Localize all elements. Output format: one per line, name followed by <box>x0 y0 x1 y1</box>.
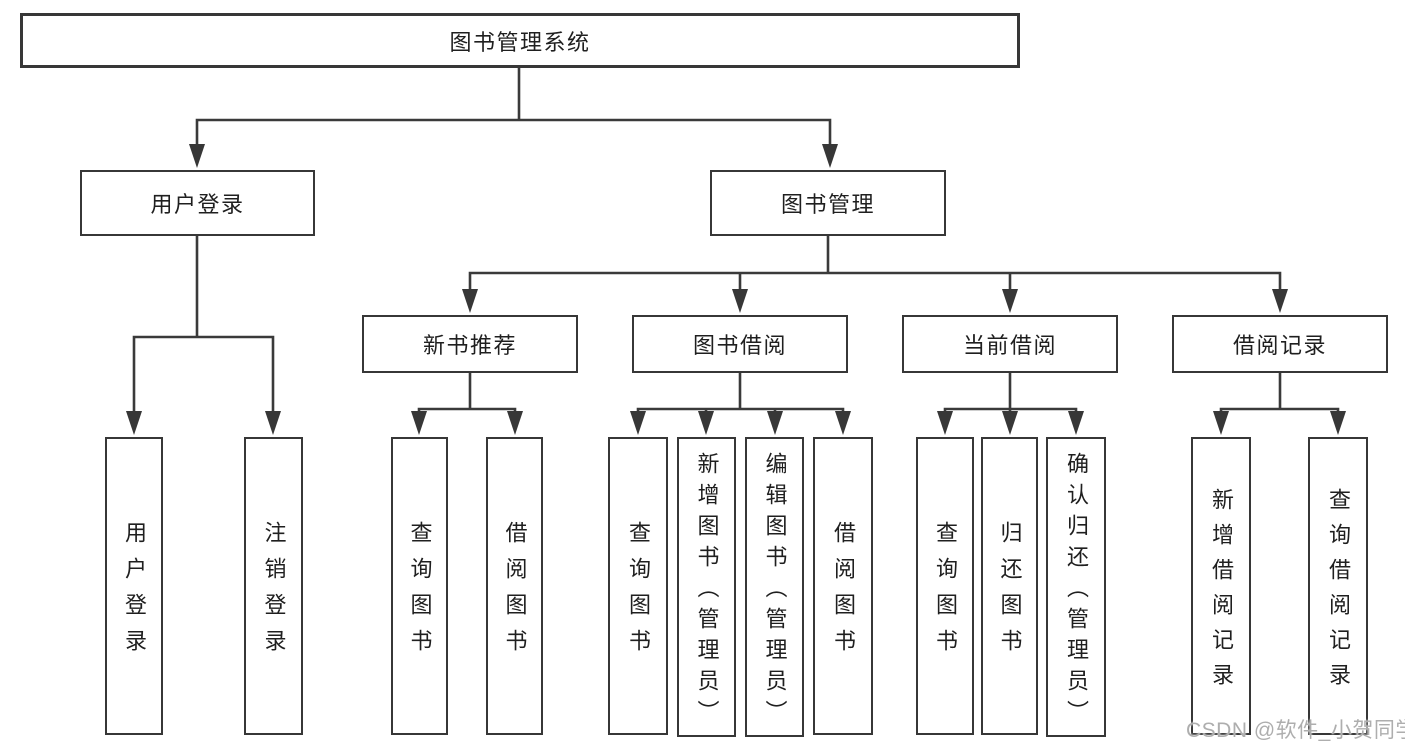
arrowhead-new-book <box>462 289 478 313</box>
leaf-query-books-borrow-label: 查询图书 <box>626 521 651 665</box>
leaf-add-borrow-record-label: 新增借阅记录 <box>1209 487 1234 698</box>
leaf-logout-label: 注销登录 <box>261 521 287 665</box>
node-book-borrow: 图书借阅 <box>632 315 848 373</box>
connector-book-borrow <box>636 371 845 416</box>
connector-root <box>195 66 832 149</box>
leaf-confirm-return-admin-label: 确认归还（管理员） <box>1064 452 1089 731</box>
leaf-borrow-books-borrow-label: 借阅图书 <box>831 521 856 665</box>
leaf-edit-books-admin: 编辑图书（管理员） <box>745 437 804 737</box>
arrowhead-bb-query <box>630 411 646 435</box>
leaf-add-books-admin-label: 新增图书（管理员） <box>694 452 720 731</box>
node-book-management: 图书管理 <box>710 170 946 236</box>
node-book-borrow-label: 图书借阅 <box>692 333 787 358</box>
leaf-borrow-books-recommend-label: 借阅图书 <box>502 521 528 665</box>
node-current-borrow-label: 当前借阅 <box>962 333 1057 358</box>
leaf-user-login: 用户登录 <box>105 437 163 735</box>
leaf-query-books-current-label: 查询图书 <box>933 521 958 665</box>
arrowhead-book-mgmt <box>822 144 838 168</box>
leaf-edit-books-admin-label: 编辑图书（管理员） <box>762 452 788 731</box>
arrowhead-br-add <box>1213 411 1229 435</box>
leaf-query-books-borrow: 查询图书 <box>608 437 668 735</box>
arrowhead-current-borrow <box>1002 289 1018 313</box>
arrowhead-borrow-record <box>1272 289 1288 313</box>
leaf-borrow-books-recommend: 借阅图书 <box>486 437 543 735</box>
leaf-return-books: 归还图书 <box>981 437 1038 735</box>
leaf-add-books-admin: 新增图书（管理员） <box>677 437 736 737</box>
node-current-borrow: 当前借阅 <box>902 315 1118 373</box>
arrowhead-leaf-logout <box>265 411 281 435</box>
node-root-label: 图书管理系统 <box>449 29 591 55</box>
leaf-query-books-recommend: 查询图书 <box>391 437 448 735</box>
arrowhead-user-login <box>189 144 205 168</box>
node-new-book-recommend-label: 新书推荐 <box>422 333 517 358</box>
node-borrow-record-label: 借阅记录 <box>1232 333 1327 358</box>
connector-book-mgmt <box>468 234 1282 293</box>
leaf-borrow-books-borrow: 借阅图书 <box>813 437 873 735</box>
node-user-login-label: 用户登录 <box>150 192 245 217</box>
node-root-system: 图书管理系统 <box>20 13 1020 68</box>
arrowhead-cb-confirm <box>1068 411 1084 435</box>
arrowhead-bb-add <box>698 411 714 435</box>
leaf-return-books-label: 归还图书 <box>997 521 1023 665</box>
leaf-query-books-current: 查询图书 <box>916 437 974 735</box>
arrowhead-cb-return <box>1002 411 1018 435</box>
connector-new-book <box>417 371 517 416</box>
leaf-add-borrow-record: 新增借阅记录 <box>1191 437 1251 735</box>
node-book-management-label: 图书管理 <box>780 192 875 217</box>
arrowhead-leaf-login <box>126 411 142 435</box>
watermark-text: CSDN @软件_小贺同学 <box>1186 719 1405 742</box>
arrowhead-bb-borrow <box>835 411 851 435</box>
leaf-logout: 注销登录 <box>244 437 303 735</box>
leaf-query-borrow-record: 查询借阅记录 <box>1308 437 1368 735</box>
arrowhead-book-borrow <box>732 289 748 313</box>
arrowhead-nb-borrow <box>507 411 523 435</box>
leaf-query-books-recommend-label: 查询图书 <box>407 521 433 665</box>
arrowhead-br-query <box>1330 411 1346 435</box>
arrowhead-cb-query <box>937 411 953 435</box>
leaf-user-login-label: 用户登录 <box>122 521 147 665</box>
connector-current-borrow <box>943 371 1078 416</box>
node-borrow-record: 借阅记录 <box>1172 315 1388 373</box>
leaf-confirm-return-admin: 确认归还（管理员） <box>1046 437 1106 737</box>
connector-borrow-record <box>1219 371 1340 416</box>
arrowhead-nb-query <box>411 411 427 435</box>
node-user-login: 用户登录 <box>80 170 315 236</box>
node-new-book-recommend: 新书推荐 <box>362 315 578 373</box>
arrowhead-bb-edit <box>767 411 783 435</box>
leaf-query-borrow-record-label: 查询借阅记录 <box>1326 487 1351 698</box>
connector-user-login <box>132 234 275 415</box>
